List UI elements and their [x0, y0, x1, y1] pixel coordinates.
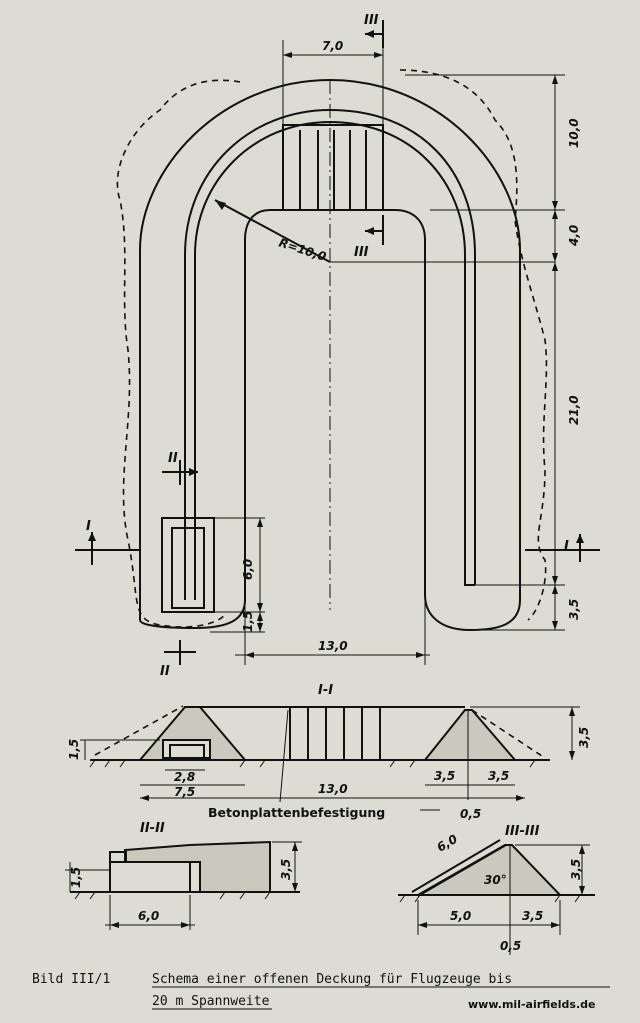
svg-text:13,0: 13,0	[318, 782, 348, 796]
plan-view: R=10,0 7,0 III III	[75, 13, 600, 679]
section-2-title: II-II	[140, 821, 165, 836]
svg-text:2,8: 2,8	[174, 770, 195, 784]
dim-bottom-width: 13,0	[235, 600, 430, 665]
svg-text:10,0: 10,0	[567, 118, 581, 148]
svg-text:3,5: 3,5	[569, 859, 583, 880]
svg-text:4,0: 4,0	[567, 225, 581, 247]
svg-text:6,0: 6,0	[138, 909, 159, 923]
section-2-2: II-II 1,5 3,5 6,0	[65, 821, 302, 930]
caption-line-2: 20 m Spannweite	[152, 994, 270, 1009]
section-3-title: III-III	[505, 824, 540, 839]
svg-text:3,5: 3,5	[522, 909, 543, 923]
svg-text:1,5: 1,5	[241, 611, 255, 632]
svg-text:II: II	[168, 451, 178, 466]
svg-text:1,5: 1,5	[69, 867, 83, 888]
section-mark-2-bottom: II	[160, 640, 196, 679]
svg-text:21,0: 21,0	[567, 395, 581, 425]
caption-label: Bild III/1	[32, 972, 110, 987]
dim-right-chain: 10,0 4,0 21,0 3,5	[405, 74, 581, 631]
watermark: www.mil-airfields.de	[468, 998, 595, 1011]
svg-text:30°: 30°	[484, 873, 507, 887]
radius-line	[214, 199, 331, 263]
section-mark-2-top: II	[162, 451, 198, 485]
svg-text:6,0: 6,0	[241, 559, 255, 580]
svg-text:I: I	[564, 539, 569, 554]
svg-text:13,0: 13,0	[318, 639, 348, 653]
radius-label: R=10,0	[277, 236, 328, 264]
svg-text:6,0: 6,0	[435, 832, 460, 855]
svg-text:0,5: 0,5	[460, 807, 481, 821]
section-3-3: III-III 6,0 30° 3,5 5,0 3,5 0,5	[398, 824, 595, 955]
dim-top-width: 7,0	[282, 39, 384, 125]
svg-text:0,5: 0,5	[500, 939, 521, 953]
svg-text:3,5: 3,5	[567, 599, 581, 620]
section-mark-3-bottom: III	[354, 215, 384, 260]
dim-left-chain: 6,0 1,5	[210, 517, 265, 633]
svg-text:I: I	[86, 519, 91, 534]
section-mark-1-left: I	[75, 519, 140, 565]
caption: Bild III/1 Schema einer offenen Deckung …	[32, 972, 610, 1011]
svg-text:III: III	[354, 245, 369, 260]
svg-text:7,0: 7,0	[322, 39, 343, 53]
svg-text:1,5: 1,5	[67, 739, 81, 760]
svg-text:3,5: 3,5	[434, 769, 455, 783]
section-1-1: I-I 1,5	[67, 683, 591, 821]
concrete-label: Betonplattenbefestigung	[208, 805, 385, 820]
terrain-contour	[116, 69, 548, 628]
section-1-plates	[200, 706, 465, 760]
section-1-dims: 1,5 3,5 2,8 7,5 13,0 3,5 3,5 0,5	[67, 706, 591, 821]
svg-text:III: III	[364, 13, 379, 28]
svg-text:3,5: 3,5	[488, 769, 509, 783]
bunker-outer	[161, 517, 215, 613]
svg-text:3,5: 3,5	[279, 859, 293, 880]
right-mound	[422, 709, 518, 761]
svg-text:3,5: 3,5	[577, 727, 591, 748]
section-mark-3-top: III	[364, 13, 384, 48]
bunker-inner	[171, 527, 205, 609]
caption-line-1: Schema einer offenen Deckung für Flugzeu…	[152, 972, 512, 987]
svg-text:5,0: 5,0	[450, 909, 471, 923]
section-1-title: I-I	[318, 683, 333, 698]
section-2-bunker	[109, 861, 201, 893]
concrete-plate-lines	[299, 130, 367, 210]
svg-text:II: II	[160, 664, 170, 679]
svg-text:7,5: 7,5	[174, 785, 195, 799]
section-mark-1-right: I	[525, 534, 600, 562]
